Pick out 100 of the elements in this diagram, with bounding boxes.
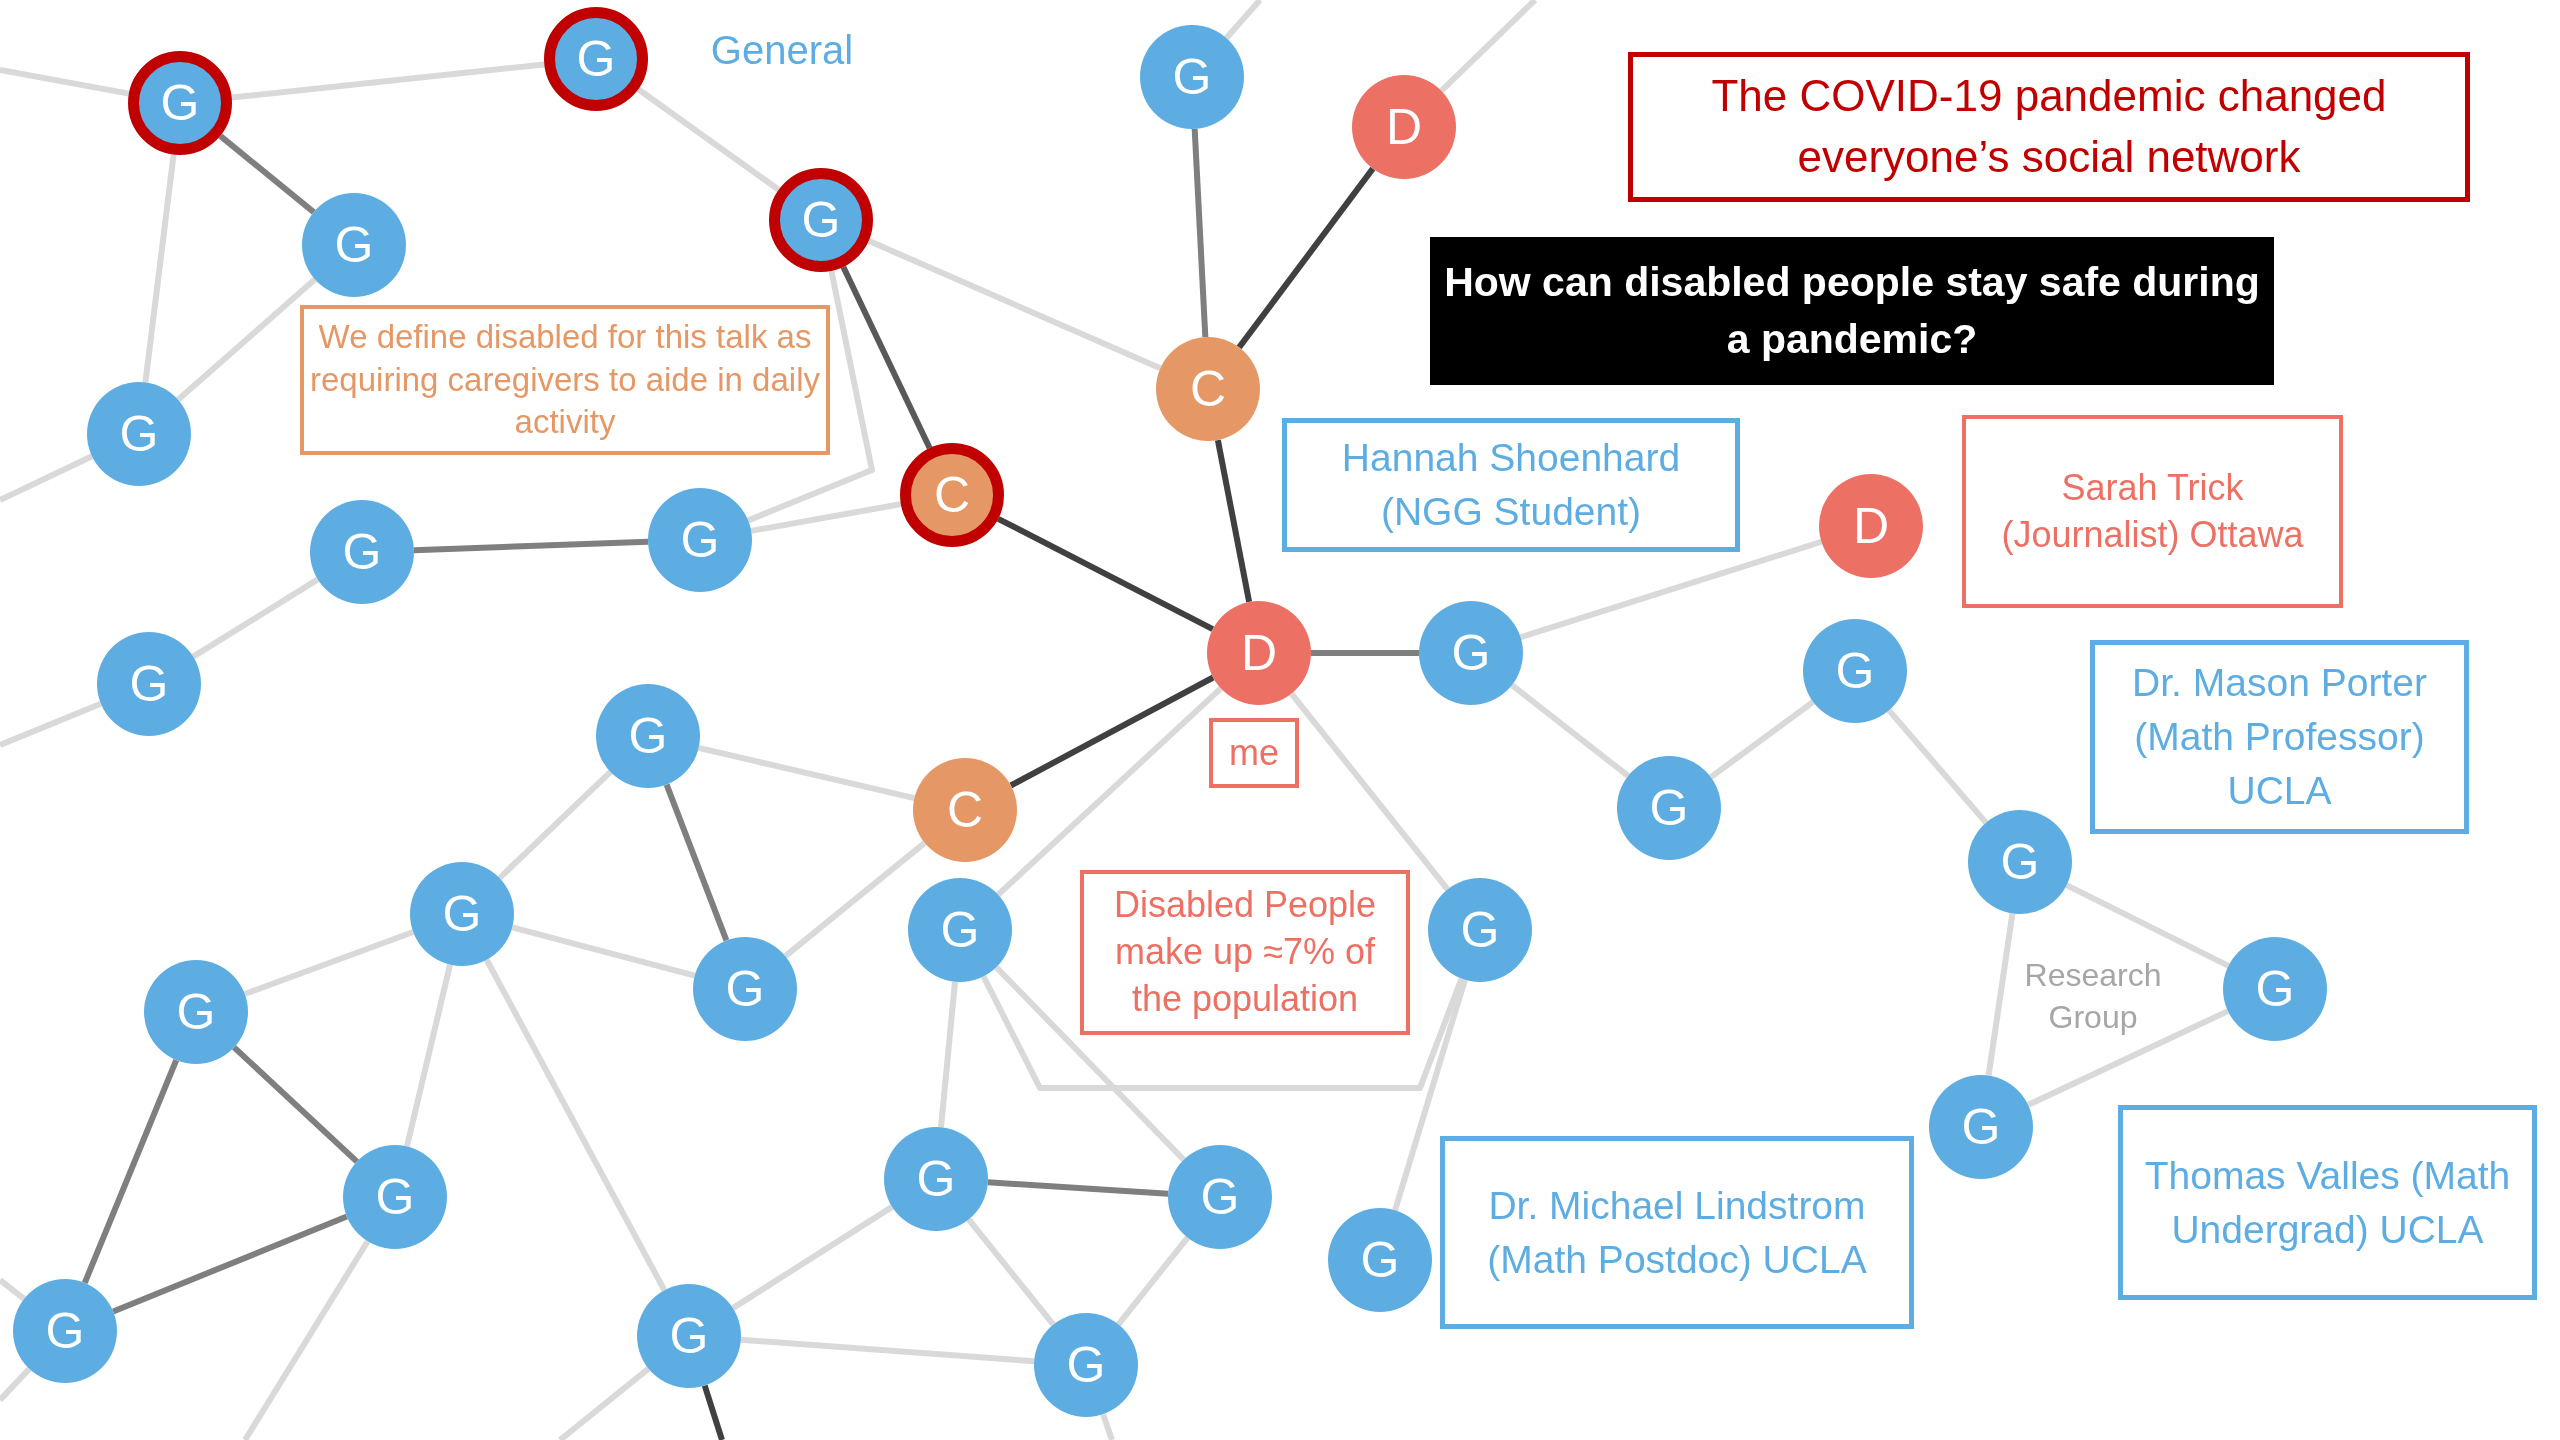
connector-line: [731, 1204, 894, 1311]
person-box: Dr. Michael Lindstrom (Math Postdoc) UCLA: [1440, 1136, 1914, 1329]
network-node: D: [1352, 75, 1456, 179]
network-node: G: [648, 488, 752, 592]
person-box: Thomas Valles (Math Undergrad) UCLA: [2118, 1105, 2537, 1300]
note-box: Sarah Trick (Journalist) Ottawa: [1962, 415, 2343, 608]
connector-line: [980, 975, 1465, 1091]
connector-line: [2065, 882, 2230, 969]
connector-line: [0, 67, 130, 97]
connector-line: [1510, 682, 1630, 779]
connector-line: [81, 1058, 180, 1285]
connector-line: [1009, 674, 1215, 789]
connector-line: [987, 1179, 1169, 1197]
connector-line: [636, 86, 781, 193]
network-node: G: [637, 1284, 741, 1388]
network-node: G: [1428, 878, 1532, 982]
network-node: G: [13, 1279, 117, 1383]
network-node: G: [410, 862, 514, 966]
connector-line: [231, 61, 545, 101]
connector-line: [142, 154, 177, 383]
connector-line: [1289, 691, 1450, 892]
connector-line: [484, 958, 667, 1292]
connector-line: [497, 769, 613, 881]
connector-line: [112, 1213, 348, 1315]
connector-line: [243, 929, 415, 997]
connector-line: [1224, 0, 1263, 40]
connector-line: [1116, 1235, 1190, 1327]
connector-line: [938, 981, 958, 1128]
person-box: Hannah Shoenhard (NGG Student): [1282, 418, 1740, 552]
highlighted-network-node: G: [128, 51, 232, 155]
connector-line: [1191, 128, 1209, 338]
connector-line: [0, 1277, 26, 1302]
connector-line: [218, 133, 316, 215]
network-node: G: [302, 193, 406, 297]
connector-line: [783, 840, 927, 959]
network-node: G: [1617, 756, 1721, 860]
connector-line: [413, 538, 649, 554]
connector-line: [1519, 538, 1823, 641]
connector-line: [1100, 1413, 1115, 1440]
highlighted-network-node: G: [769, 168, 873, 272]
network-node: C: [1156, 337, 1260, 441]
connector-line: [404, 963, 453, 1148]
network-node: G: [1034, 1313, 1138, 1417]
network-node: G: [1929, 1075, 2033, 1179]
connector-line: [697, 744, 916, 802]
connector-line: [996, 516, 1215, 632]
connector-line: [242, 1239, 371, 1440]
connector-line: [1236, 166, 1376, 350]
connector-line: [663, 783, 730, 942]
connector-line: [0, 700, 102, 748]
network-node: G: [1328, 1208, 1432, 1312]
connector-line: [867, 238, 1162, 371]
network-node: D: [1819, 474, 1923, 578]
connector-line: [1709, 699, 1815, 780]
connector-line: [966, 1217, 1056, 1327]
network-node: G: [1168, 1145, 1272, 1249]
connector-line: [0, 453, 94, 503]
connector-line: [1439, 0, 1538, 93]
connector-line: [191, 576, 320, 660]
network-node: G: [596, 684, 700, 788]
note-box: me: [1209, 718, 1299, 788]
note-box: Disabled People make up ≈7% of the population: [1080, 870, 1410, 1035]
network-node: G: [343, 1145, 447, 1249]
connector-line: [1985, 913, 2016, 1076]
connector-line: [701, 1384, 725, 1440]
headline-box: The COVID-19 pandemic changed everyone’s social network: [1628, 52, 2470, 202]
connector-line: [740, 1336, 1035, 1365]
connector-line: [996, 686, 1223, 897]
highlighted-network-node: G: [544, 7, 648, 111]
network-node: G: [1968, 810, 2072, 914]
network-node: G: [97, 632, 201, 736]
question-banner: How can disabled people stay safe during a pandemic?: [1430, 237, 2274, 385]
connector-line: [840, 265, 933, 450]
group-label: Research Group: [2023, 956, 2163, 1037]
network-node: G: [693, 937, 797, 1041]
connector-line: [1392, 978, 1468, 1212]
connector-line: [511, 924, 696, 979]
connector-line: [994, 965, 1186, 1162]
network-node: G: [908, 878, 1012, 982]
network-node: G: [87, 382, 191, 486]
network-node: G: [310, 500, 414, 604]
network-node: C: [913, 758, 1017, 862]
network-node: G: [1140, 25, 1244, 129]
definition-box: We define disabled for this talk as requiring caregivers to aide in daily activity: [300, 305, 830, 455]
network-node: G: [1803, 619, 1907, 723]
connector-line: [558, 1366, 651, 1440]
network-node: G: [1419, 601, 1523, 705]
connector-line: [176, 277, 317, 402]
person-box: Dr. Mason Porter (Math Professor) UCLA: [2090, 640, 2469, 834]
group-label: General: [709, 27, 855, 74]
network-node: G: [144, 960, 248, 1064]
connector-line: [747, 270, 875, 524]
connector-line: [0, 1366, 32, 1403]
connector-line: [1214, 439, 1253, 603]
connector-line: [750, 501, 902, 534]
connector-line: [1311, 650, 1419, 656]
connector-line: [232, 1045, 359, 1164]
network-node: G: [2223, 937, 2327, 1041]
network-node: G: [884, 1127, 988, 1231]
highlighted-network-node: C: [900, 443, 1004, 547]
